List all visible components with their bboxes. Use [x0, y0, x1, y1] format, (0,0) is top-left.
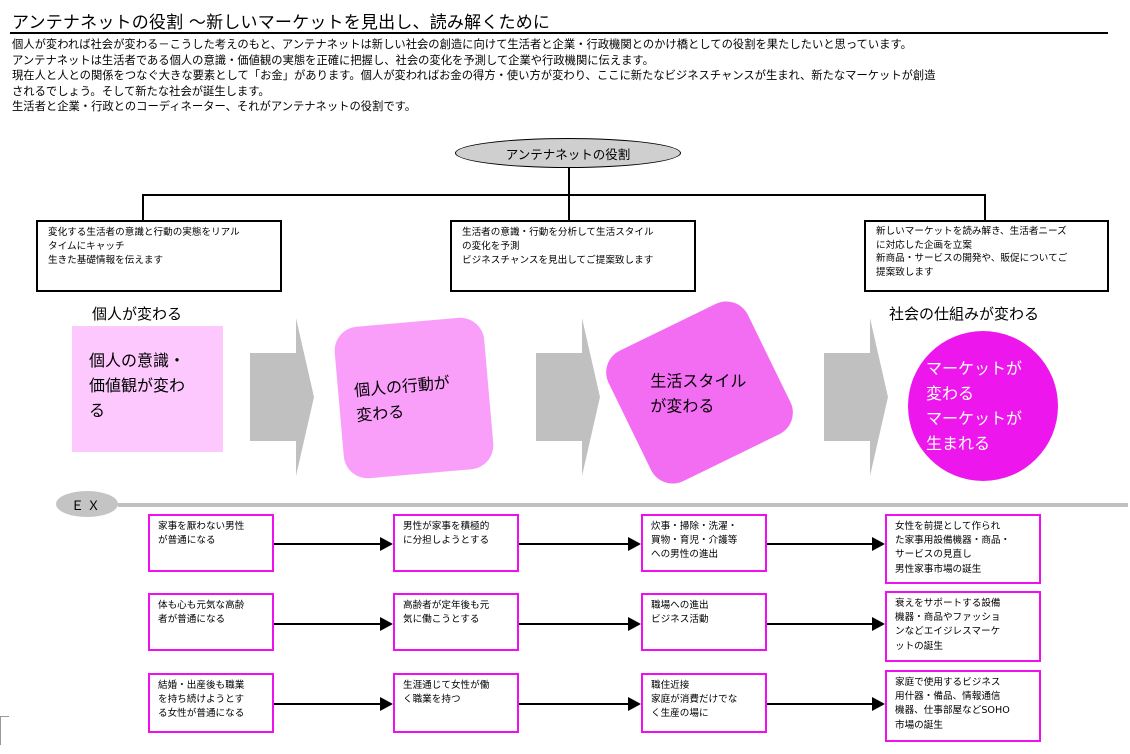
role-box-line: ビジネスチャンスを見出してご提案致します	[462, 255, 654, 266]
flow-arrow-icon	[274, 617, 393, 631]
example-box: 高齢者が定年後も元 気に働こうとする	[393, 593, 519, 651]
example-line: に分担しようとする	[403, 535, 490, 547]
example-line: 男性家事市場の誕生	[895, 563, 982, 575]
role-ellipse: アンテナネットの役割	[455, 138, 681, 168]
flow-arrow-icon	[519, 537, 641, 551]
example-line: た家事用設備機器・商品・	[895, 535, 1011, 547]
example-line: る女性が普通になる	[158, 708, 245, 720]
stage-arrow-icon	[536, 318, 600, 476]
stage-label: 生活スタイル が変わる	[650, 371, 747, 416]
connector-line	[142, 194, 144, 221]
example-line: 家庭が消費だけでな	[651, 694, 738, 706]
stage-arrow-icon	[824, 318, 888, 476]
example-line: 衰えをサポートする設備	[895, 598, 1001, 609]
role-box-line: 提案致します	[876, 266, 934, 278]
flow-arrow-icon	[767, 697, 885, 711]
example-line: ビジネス活動	[651, 614, 709, 626]
example-line: 用什器・備品、情報通信	[895, 691, 1001, 703]
example-line: が普通になる	[158, 535, 216, 547]
stage-label: マーケットが 変わる マーケットが 生まれる	[926, 359, 1023, 453]
example-line: を持ち続けようとす	[158, 694, 245, 706]
caption-individual: 個人が変わる	[92, 305, 183, 323]
example-line: 高齢者が定年後も元	[403, 600, 490, 611]
connector-line	[142, 194, 986, 196]
example-box: 家庭で使用するビジネス 用什器・備品、情報通信 機器、仕事部屋などSOHO 市場…	[885, 670, 1041, 742]
example-box: 職住近接 家庭が消費だけでな く生産の場に	[641, 673, 767, 733]
role-ellipse-label: アンテナネットの役割	[505, 146, 631, 162]
example-line: 者が普通になる	[158, 614, 226, 626]
flow-arrow-icon	[767, 617, 885, 631]
role-box-line: 新しいマーケットを読み解き、生活者ニーズ	[876, 226, 1067, 237]
example-line: 気に働こうとする	[403, 614, 480, 626]
ex-divider	[118, 503, 1128, 507]
role-box-line: に対応した企画を立案	[876, 239, 972, 251]
example-line: 生涯通じて女性が働	[403, 680, 490, 691]
connector-line	[984, 194, 986, 221]
example-line: 職場への進出	[651, 600, 709, 611]
page-title: アンテナネットの役割 〜新しいマーケットを見出し、読み解くために	[12, 13, 551, 33]
role-box-line: の変化を予測	[462, 241, 520, 252]
title-underline	[10, 32, 1108, 34]
intro-line: 生活者と企業・行政とのコーディネーター、それがアンテナネットの役割です。	[12, 100, 417, 114]
flow-arrow-icon	[274, 697, 393, 711]
example-line: く生産の場に	[651, 708, 709, 720]
stage-label: 個人の意識・ 価値観が変わ る	[89, 351, 186, 420]
example-box: 体も心も元気な高齢 者が普通になる	[148, 593, 274, 651]
example-box: 炊事・掃除・洗濯・ 買物・育児・介護等 への男性の進出	[641, 514, 767, 572]
flow-arrow-icon	[274, 537, 393, 551]
ex-label: ＥＸ	[56, 491, 118, 517]
role-box-line: 変化する生活者の意識と行動の実態をリアル	[48, 227, 240, 238]
intro-line: 個人が変われば社会が変わる－こうした考えのもと、アンテナネットは新しい社会の創造…	[12, 38, 912, 51]
example-box: 生涯通じて女性が働 く職業を持つ	[393, 673, 519, 733]
role-box-line: タイムにキャッチ	[48, 241, 125, 252]
corner-mark	[0, 716, 9, 745]
example-box: 職場への進出 ビジネス活動	[641, 593, 767, 651]
example-line: 家事を厭わない男性	[158, 521, 245, 532]
example-line: 職住近接	[651, 680, 690, 691]
role-box-line: 生活者の意識・行動を分析して生活スタイル	[462, 227, 654, 238]
example-line: への男性の進出	[651, 549, 719, 561]
stage-label: 個人の行動が 変わる	[353, 372, 451, 426]
example-box: 女性を前提として作られ た家事用設備機器・商品・ サービスの見直し 男性家事市場…	[885, 514, 1041, 584]
role-box-analyze: 生活者の意識・行動を分析して生活スタイル の変化を予測 ビジネスチャンスを見出し…	[450, 220, 696, 292]
stage-individual-behavior: 個人の行動が 変わる	[332, 315, 496, 481]
example-box: 男性が家事を積極的 に分担しようとする	[393, 514, 519, 572]
example-line: 女性を前提として作られ	[895, 521, 1001, 532]
intro-line: アンテナネットは生活者である個人の意識・価値観の実態を正確に把握し、社会の変化を…	[12, 53, 654, 67]
ex-label-text: ＥＸ	[70, 498, 103, 514]
example-line: 結婚・出産後も職業	[158, 680, 245, 691]
caption-society: 社会の仕組みが変わる	[889, 305, 1040, 323]
example-line: 買物・育児・介護等	[651, 535, 738, 547]
example-line: 体も心も元気な高齢	[158, 600, 245, 611]
example-box: 家事を厭わない男性 が普通になる	[148, 514, 274, 572]
example-line: 機器、仕事部屋などSOHO	[895, 705, 1010, 717]
connector-line	[568, 168, 570, 195]
example-line: ンなどエイジレスマーケ	[895, 626, 1001, 638]
stage-lifestyle: 生活スタイル が変わる	[598, 293, 801, 492]
example-line: ットの誕生	[895, 640, 943, 652]
connector-line	[568, 194, 570, 221]
role-box-collect: 変化する生活者の意識と行動の実態をリアル タイムにキャッチ 生きた基礎情報を伝え…	[36, 220, 282, 292]
flow-arrow-icon	[767, 537, 885, 551]
example-line: 男性が家事を積極的	[403, 521, 490, 532]
intro-line: 現在人と人との関係をつなぐ大きな要素として「お金」があります。個人が変わればお金…	[12, 69, 936, 83]
example-line: 家庭で使用するビジネス	[895, 677, 1001, 688]
intro-line: されるでしょう。そして新たな社会が誕生します。	[12, 84, 270, 98]
role-box-propose: 新しいマーケットを読み解き、生活者ニーズ に対応した企画を立案 新商品・サービス…	[864, 220, 1109, 292]
role-box-line: 新商品・サービスの開発や、販促についてご	[876, 253, 1068, 265]
example-line: く職業を持つ	[403, 694, 461, 706]
stage-arrow-icon	[250, 318, 314, 476]
intro-text: 個人が変われば社会が変わる－こうした考えのもと、アンテナネットは新しい社会の創造…	[12, 37, 1112, 115]
example-line: 市場の誕生	[895, 719, 943, 731]
stage-individual-values: 個人の意識・ 価値観が変わ る	[72, 326, 223, 452]
example-line: 機器・商品やファッショ	[895, 612, 1001, 624]
stage-market: マーケットが 変わる マーケットが 生まれる	[908, 331, 1058, 481]
flow-arrow-icon	[519, 617, 641, 631]
example-box: 結婚・出産後も職業 を持ち続けようとす る女性が普通になる	[148, 673, 274, 733]
example-line: サービスの見直し	[895, 549, 972, 561]
flow-arrow-icon	[519, 697, 641, 711]
example-line: 炊事・掃除・洗濯・	[651, 521, 738, 532]
role-box-line: 生きた基礎情報を伝えます	[48, 255, 164, 266]
example-box: 衰えをサポートする設備 機器・商品やファッショ ンなどエイジレスマーケ ットの誕…	[885, 591, 1041, 662]
